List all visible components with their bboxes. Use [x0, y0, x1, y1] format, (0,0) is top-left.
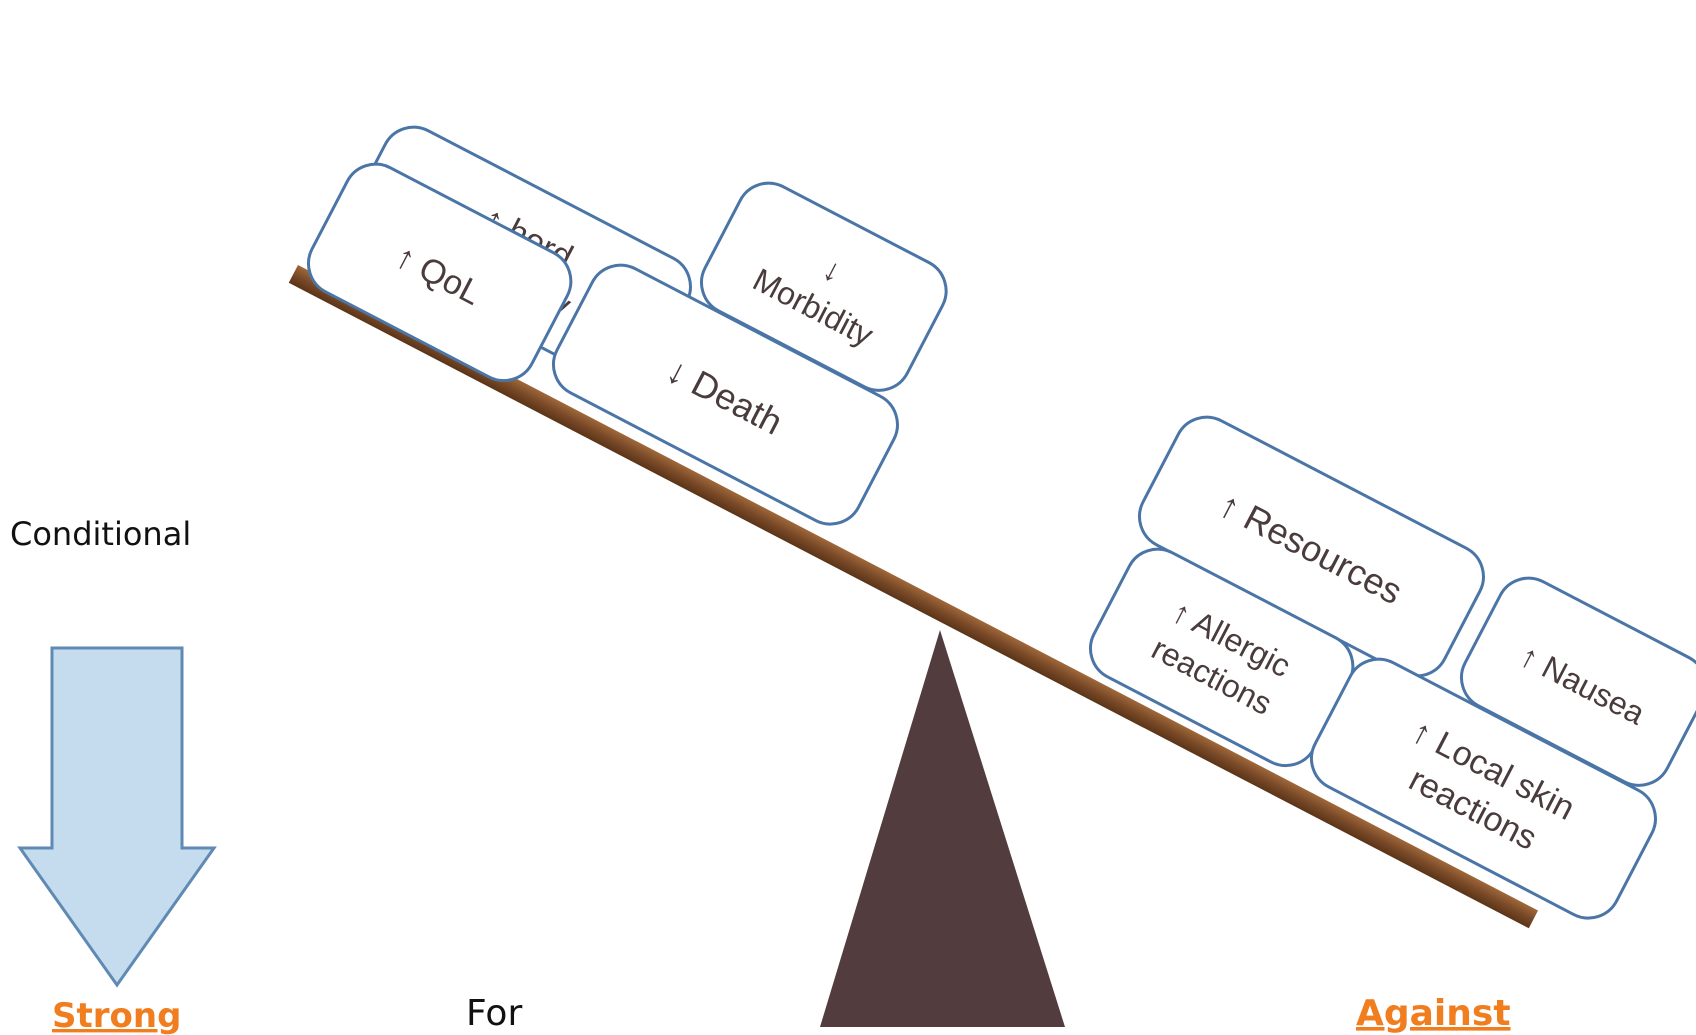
against-label: Against: [1356, 993, 1511, 1034]
strong-label: Strong: [52, 996, 181, 1035]
box-local-skin: [1310, 657, 1657, 920]
conditional-label: Conditional: [10, 515, 191, 553]
balance-plank: [288, 265, 1539, 929]
fulcrum: [820, 630, 1065, 1027]
box-qol: [307, 162, 573, 383]
for-label: For: [466, 993, 522, 1034]
box-death: [552, 263, 899, 526]
strength-arrow: [17, 646, 217, 988]
